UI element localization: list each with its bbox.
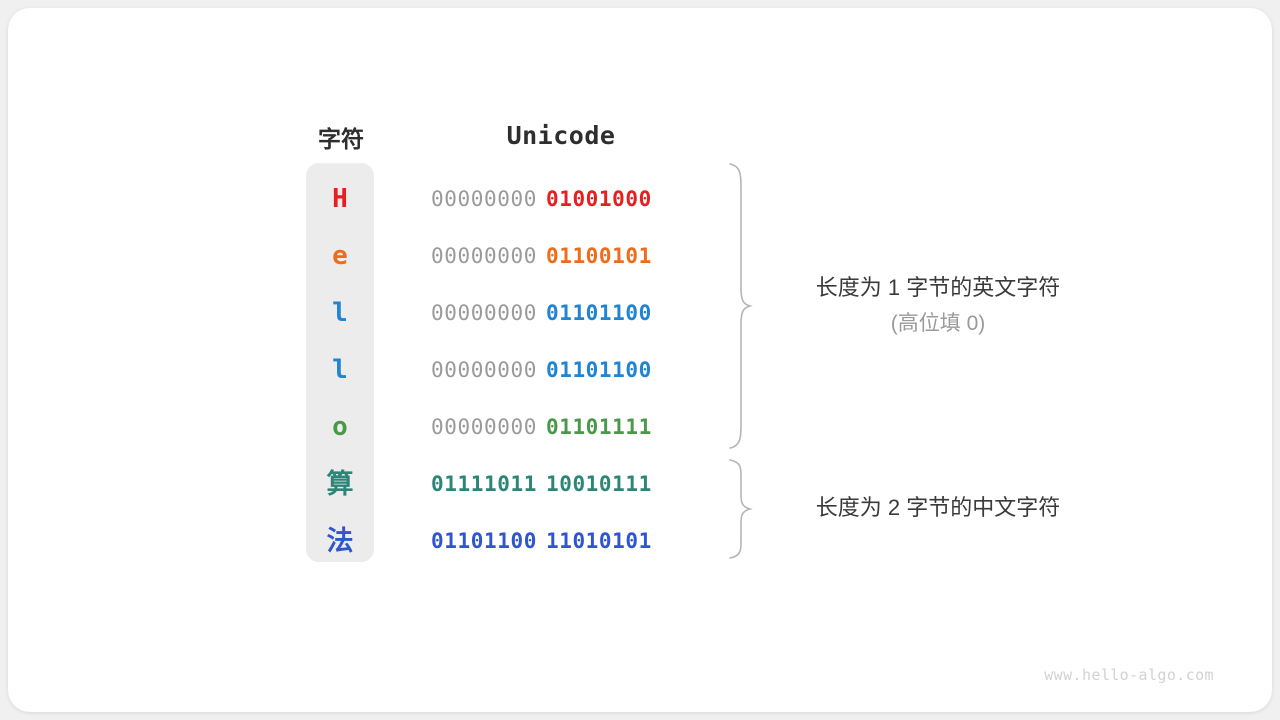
low-byte: 10010111	[545, 472, 652, 496]
unicode-binary-row: 00000000 01101111	[431, 399, 693, 456]
brace-chinese-range	[729, 459, 753, 559]
character-cell: l	[332, 298, 348, 328]
high-byte: 00000000	[431, 244, 537, 268]
unicode-binary-row: 01101100 11010101	[431, 513, 693, 570]
low-byte: 01100101	[545, 244, 652, 268]
unicode-binary-row: 00000000 01001000	[431, 171, 693, 228]
low-byte: 01101100	[545, 301, 652, 325]
annotation-chinese: 长度为 2 字节的中文字符	[778, 490, 1098, 526]
character-cell: 算	[326, 469, 354, 499]
high-byte: 01101100	[431, 529, 537, 553]
high-byte: 00000000	[431, 301, 537, 325]
brace-english-range	[729, 163, 753, 449]
character-cell: 法	[326, 526, 354, 556]
high-byte: 00000000	[431, 415, 537, 439]
character-cell: o	[332, 412, 348, 442]
unicode-binary-row: 00000000 01101100	[431, 285, 693, 342]
low-byte: 01001000	[545, 187, 652, 211]
low-byte: 11010101	[545, 529, 652, 553]
watermark: www.hello-algo.com	[1044, 666, 1214, 684]
character-cell: l	[332, 355, 348, 385]
unicode-binary-row: 00000000 01101100	[431, 342, 693, 399]
annotation-chinese-main: 长度为 2 字节的中文字符	[815, 495, 1061, 520]
diagram-stage: 字符 Unicode H 00000000 01001000 e 00000000 011…	[8, 8, 1272, 712]
low-byte: 01101111	[545, 415, 652, 439]
annotation-english: 长度为 1 字节的英文字符 (高位填 0)	[778, 270, 1098, 342]
high-byte: 00000000	[431, 358, 537, 382]
high-byte: 00000000	[431, 187, 537, 211]
low-byte: 01101100	[545, 358, 652, 382]
annotation-english-main: 长度为 1 字节的英文字符	[815, 275, 1061, 300]
high-byte: 01111011	[431, 472, 537, 496]
column-header-character: 字符	[318, 126, 364, 152]
column-header-unicode: Unicode	[506, 121, 616, 150]
unicode-binary-row: 01111011 10010111	[431, 456, 693, 513]
diagram-card: 字符 Unicode H 00000000 01001000 e 00000000 011…	[8, 8, 1272, 712]
character-cell: e	[332, 241, 348, 271]
character-cell: H	[332, 184, 348, 214]
unicode-binary-row: 00000000 01100101	[431, 228, 693, 285]
annotation-english-sub: (高位填 0)	[890, 312, 986, 335]
character-column-highlight	[306, 163, 374, 562]
